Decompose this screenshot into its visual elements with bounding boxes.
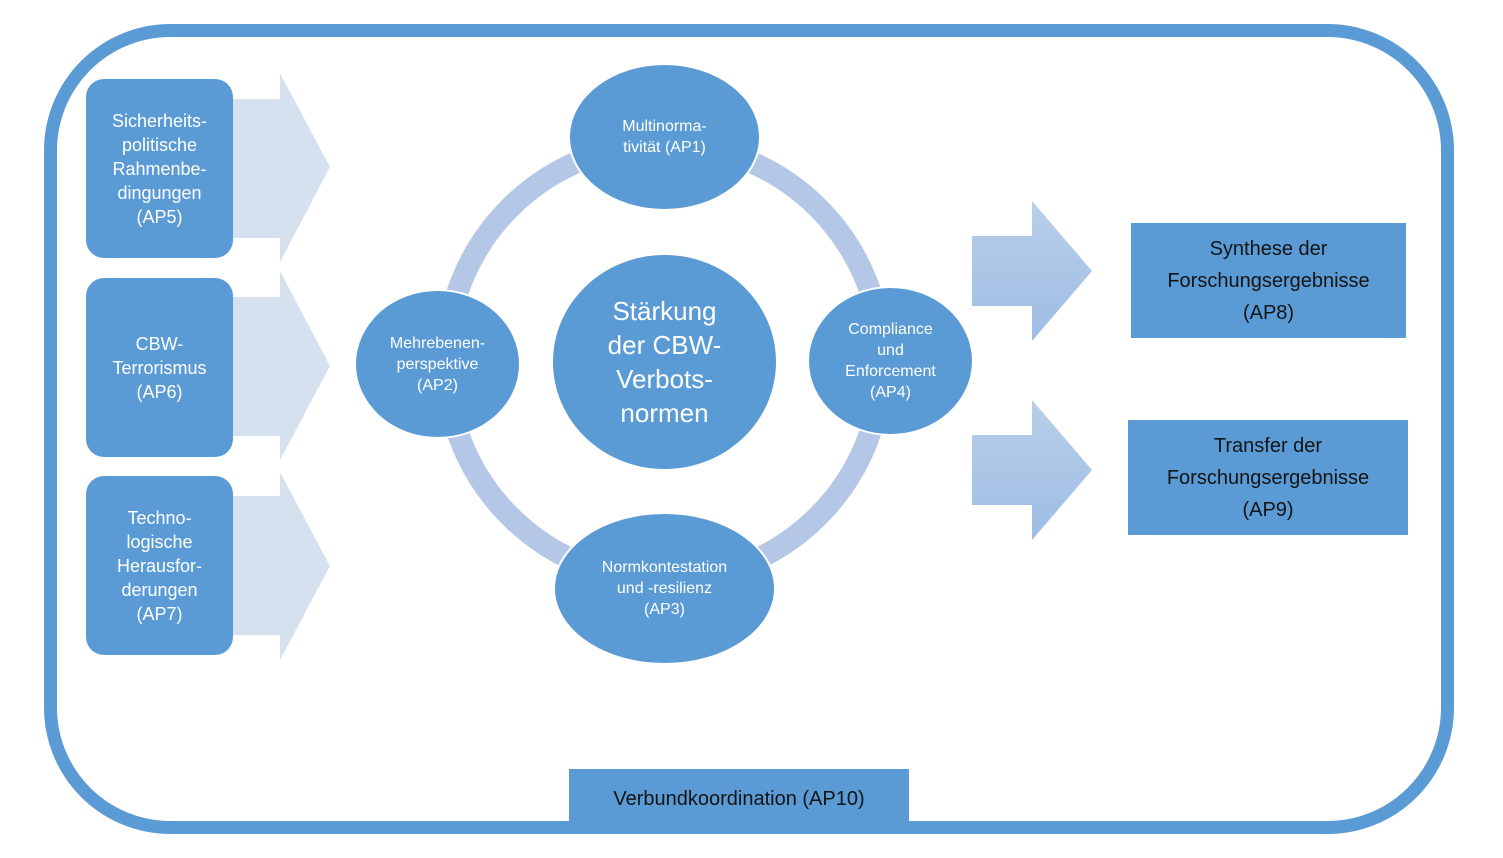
input-arrow-1 bbox=[225, 73, 330, 262]
node-ap2: Mehrebenen- perspektive (AP2) bbox=[354, 289, 521, 439]
node-ap4: Compliance und Enforcement (AP4) bbox=[807, 286, 974, 436]
output-label: Transfer der Forschungsergebnisse (AP9) bbox=[1166, 434, 1370, 521]
node-label: Compliance und Enforcement (AP4) bbox=[845, 321, 936, 401]
output-label: Synthese der Forschungsergebnisse (AP8) bbox=[1167, 237, 1370, 324]
central-goal: Stärkung der CBW- Verbots- normen bbox=[553, 255, 776, 469]
input-arrow-3 bbox=[225, 472, 330, 660]
node-label: Normkontestation und -resilienz (AP3) bbox=[601, 559, 728, 618]
input-label: Sicherheits- politische Rahmenbe- dingun… bbox=[111, 110, 208, 227]
output-box-ap8: Synthese der Forschungsergebnisse (AP8) bbox=[1131, 223, 1406, 338]
input-box-ap6: CBW- Terrorismus (AP6) bbox=[86, 278, 233, 457]
output-arrow-2 bbox=[972, 400, 1092, 540]
node-ap3: Normkontestation und -resilienz (AP3) bbox=[553, 512, 776, 665]
node-label: Multinorma- tivität (AP1) bbox=[622, 118, 707, 156]
output-box-ap9: Transfer der Forschungsergebnisse (AP9) bbox=[1128, 420, 1408, 535]
input-box-ap5: Sicherheits- politische Rahmenbe- dingun… bbox=[86, 79, 233, 258]
node-ap1: Multinorma- tivität (AP1) bbox=[568, 63, 761, 211]
input-label: Techno- logische Herausfor- derungen (AP… bbox=[116, 507, 203, 624]
central-goal-label: Stärkung der CBW- Verbots- normen bbox=[607, 296, 722, 428]
input-arrow-2 bbox=[225, 271, 330, 460]
coordination-label: Verbundkoordination (AP10) bbox=[613, 787, 865, 810]
coordination-box-ap10: Verbundkoordination (AP10) bbox=[569, 769, 909, 828]
output-arrow-1 bbox=[972, 201, 1092, 341]
input-box-ap7: Techno- logische Herausfor- derungen (AP… bbox=[86, 476, 233, 655]
node-label: Mehrebenen- perspektive (AP2) bbox=[389, 334, 486, 394]
input-label: CBW- Terrorismus (AP6) bbox=[112, 333, 207, 402]
